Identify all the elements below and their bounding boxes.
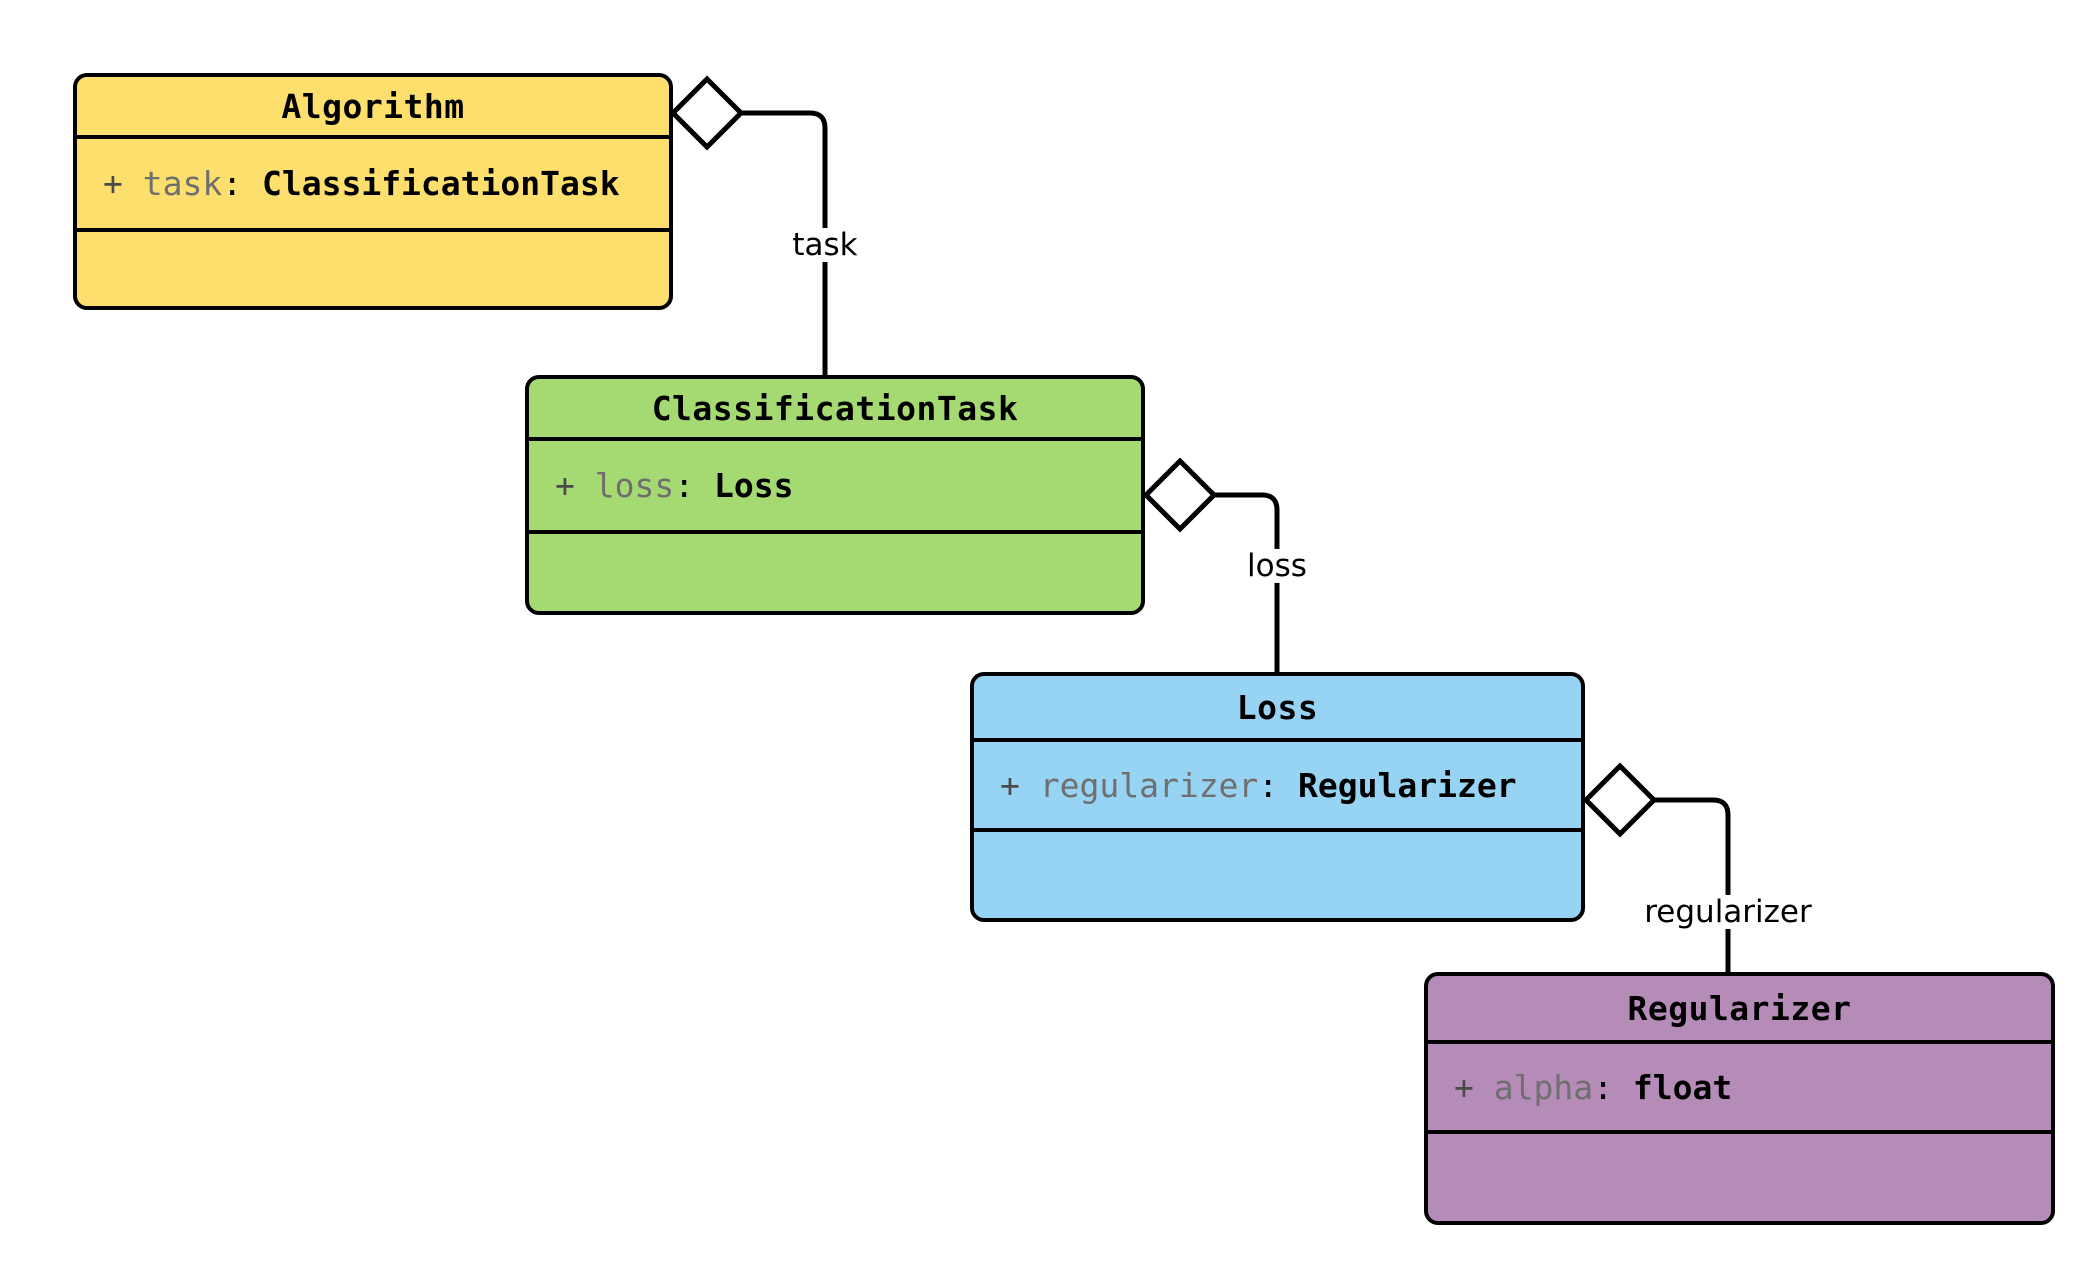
attribute-type: ClassificationTask (261, 164, 620, 203)
edge-label-loss: loss (1242, 549, 1312, 583)
attribute-row: + alpha: float (1454, 1068, 1732, 1107)
attribute-visibility: + (103, 164, 123, 203)
uml-class-classificationtask[interactable]: ClassificationTask + loss: Loss (525, 375, 1145, 615)
attribute-separator: : (1258, 765, 1279, 805)
class-attributes-loss: + regularizer: Regularizer (974, 742, 1581, 832)
attribute-type: Regularizer (1298, 765, 1517, 805)
uml-class-loss[interactable]: Loss + regularizer: Regularizer (970, 672, 1585, 922)
attribute-space (1020, 766, 1040, 805)
attribute-visibility: + (1454, 1067, 1474, 1107)
attribute-type: float (1632, 1067, 1733, 1107)
relationship-loss-regularizer-regularizer (1582, 762, 1731, 972)
attribute-visibility: + (1000, 765, 1020, 805)
aggregation-diamond-icon (669, 75, 745, 151)
aggregation-diamond-icon (1582, 762, 1658, 838)
attribute-row: + task: ClassificationTask (103, 164, 620, 203)
class-methods-algorithm (77, 232, 669, 306)
attribute-separator: : (1593, 1067, 1613, 1107)
attribute-space (123, 164, 143, 203)
attribute-separator: : (222, 164, 243, 203)
class-title-classificationtask: ClassificationTask (529, 379, 1141, 441)
edge-label-regularizer: regularizer (1639, 895, 1817, 929)
attribute-row: + loss: Loss (555, 466, 793, 505)
class-title-loss: Loss (974, 676, 1581, 742)
class-attributes-regularizer: + alpha: float (1428, 1044, 2051, 1134)
attribute-name: task (142, 164, 223, 203)
class-name-label: Loss (1236, 687, 1319, 727)
attribute-space (575, 466, 595, 505)
class-attributes-algorithm: + task: ClassificationTask (77, 139, 669, 232)
attribute-space-2 (1613, 1068, 1633, 1107)
class-methods-classificationtask (529, 534, 1141, 611)
attribute-separator: : (674, 466, 695, 505)
attribute-type: Loss (713, 466, 794, 505)
attribute-name: loss (594, 466, 675, 505)
aggregation-diamond-icon (1142, 457, 1218, 533)
class-name-label: Algorithm (281, 86, 465, 126)
attribute-space-2 (694, 466, 714, 505)
attribute-space-2 (1278, 766, 1298, 805)
class-methods-loss (974, 832, 1581, 918)
class-title-regularizer: Regularizer (1428, 976, 2051, 1044)
class-name-label: ClassificationTask (651, 388, 1019, 428)
aggregation-line (1654, 797, 1731, 972)
uml-class-regularizer[interactable]: Regularizer + alpha: float (1424, 972, 2055, 1225)
class-name-label: Regularizer (1627, 988, 1852, 1028)
attribute-visibility: + (555, 466, 575, 505)
uml-class-algorithm[interactable]: Algorithm + task: ClassificationTask (73, 73, 673, 310)
attribute-space-2 (242, 164, 262, 203)
attribute-row: + regularizer: Regularizer (1000, 766, 1517, 805)
attribute-name: regularizer (1039, 765, 1259, 805)
class-title-algorithm: Algorithm (77, 77, 669, 139)
class-methods-regularizer (1428, 1134, 2051, 1221)
attribute-space (1474, 1068, 1494, 1107)
edge-label-task: task (787, 228, 863, 262)
class-attributes-classificationtask: + loss: Loss (529, 441, 1141, 534)
attribute-name: alpha (1493, 1067, 1594, 1107)
